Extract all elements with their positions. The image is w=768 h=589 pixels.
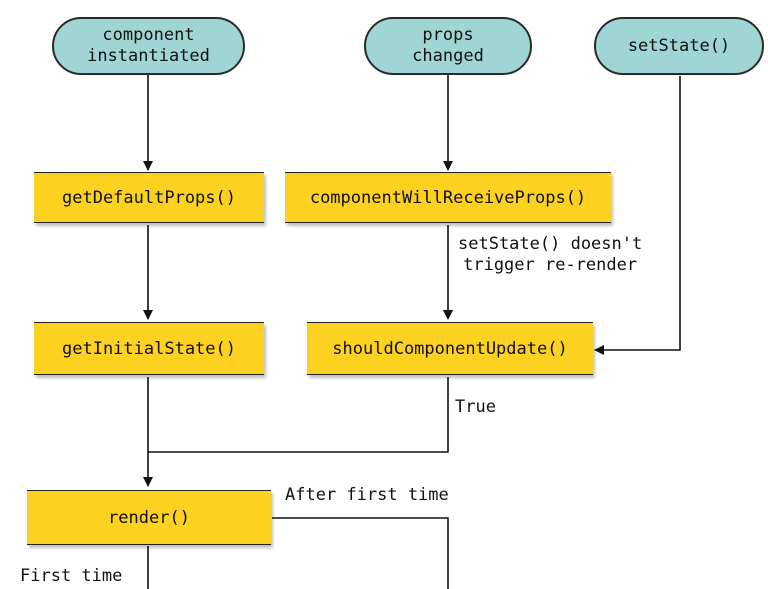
label-setstate-no-rerender: setState() doesn't trigger re-render: [458, 234, 643, 275]
label-true: True: [455, 397, 496, 417]
node-setstate: setState(): [594, 17, 764, 75]
method-get-initial-state: getInitialState(): [34, 322, 264, 375]
method-should-component-update: shouldComponentUpdate(): [307, 322, 593, 375]
method-render: render(): [27, 490, 271, 545]
line-scu-true-join: [148, 377, 449, 453]
label-after-first-time: After first time: [285, 485, 449, 505]
label-first-time: First time: [20, 566, 123, 586]
line-render-after-first-time: [272, 517, 449, 589]
arrow-setstate-to-scu: [594, 76, 681, 355]
method-get-default-props: getDefaultProps(): [34, 172, 264, 223]
node-props-changed: props changed: [364, 17, 532, 75]
node-component-instantiated: component instantiated: [52, 17, 245, 75]
method-component-will-receive-props: componentWillReceiveProps(): [285, 172, 611, 223]
